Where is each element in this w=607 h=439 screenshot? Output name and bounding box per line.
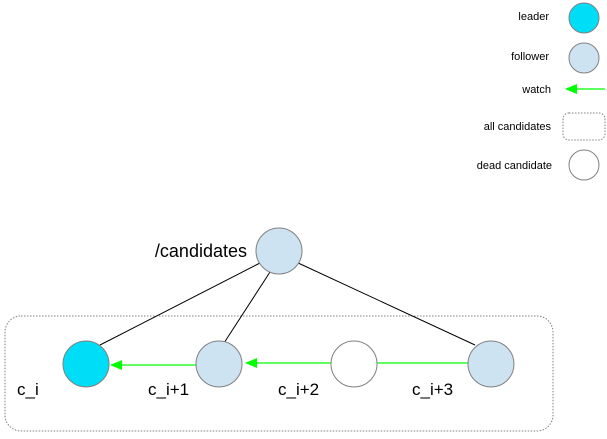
root-label: /candidates [155,241,247,261]
legend: leader follower watch all candidates dea… [477,2,606,181]
label-c-i-plus-1: c_i+1 [148,380,189,399]
node-c-i-plus-2 [330,340,378,388]
legend-dead-candidate-icon [568,149,600,181]
legend-all-candidates-label: all candidates [484,121,552,133]
label-c-i-plus-2: c_i+2 [278,380,319,399]
edge-root-c-i [99,261,263,346]
legend-all-candidates-icon [562,112,606,141]
legend-dead-candidate-label: dead candidate [477,160,552,172]
all-candidates-group [4,315,554,432]
node-c-i [62,340,110,388]
legend-leader-icon [568,2,600,34]
node-c-i-plus-1 [195,340,243,388]
legend-watch-label: watch [521,84,551,96]
label-c-i: c_i [17,380,39,399]
edge-root-c-i-plus-3 [295,261,476,346]
node-c-i-plus-3 [467,340,515,388]
legend-follower-label: follower [511,51,549,63]
legend-follower-icon [568,42,600,74]
legend-leader-label: leader [518,11,549,23]
label-c-i-plus-3: c_i+3 [412,380,453,399]
root-node [255,227,303,275]
parent-edges [99,261,476,346]
watch-arrows [110,358,468,370]
edge-root-c-i-plus-1 [223,271,271,344]
